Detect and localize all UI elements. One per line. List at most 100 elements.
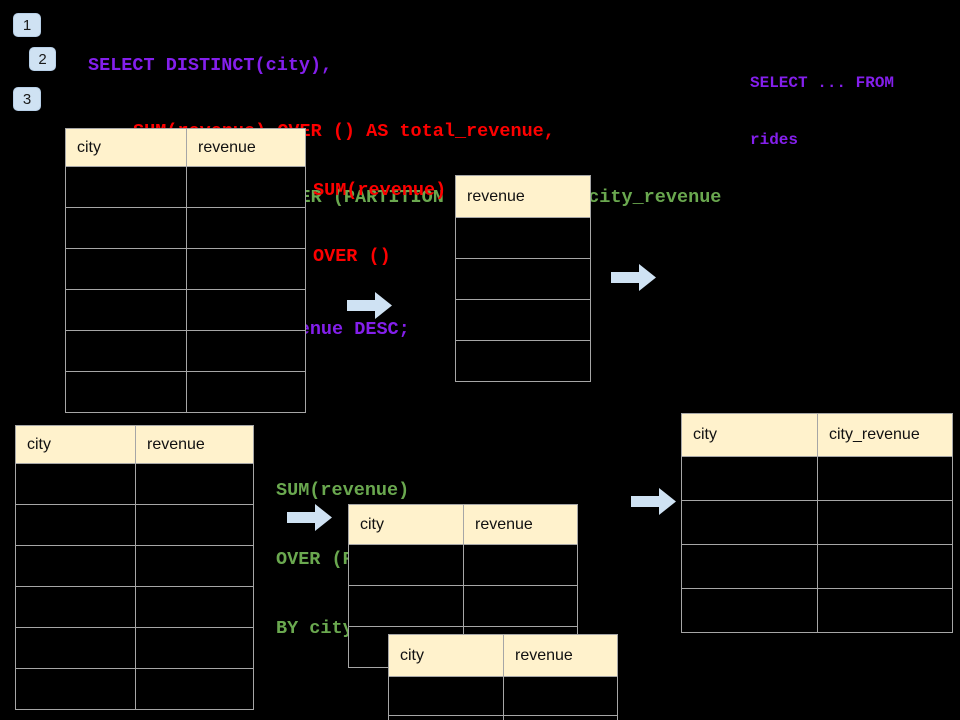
table-row [455, 340, 591, 382]
table-cell [65, 248, 187, 290]
total-label-line-2: OVER () [313, 246, 391, 267]
table-row [65, 248, 306, 290]
table-cell [65, 371, 187, 413]
step-badge-3: 3 [13, 87, 41, 111]
table-header-row: city revenue [65, 128, 306, 167]
table-partition-group-2: city revenue [388, 634, 618, 720]
column-header-revenue: revenue [463, 504, 578, 545]
table-cell [455, 340, 591, 382]
column-header-city-revenue: city_revenue [817, 413, 953, 457]
right-arrow-icon [287, 504, 332, 531]
table-cell [681, 500, 818, 545]
table-cell [15, 463, 136, 505]
column-header-revenue: revenue [135, 425, 254, 464]
table-cell [135, 463, 254, 505]
table-row [15, 668, 254, 710]
step-badge-2: 2 [29, 47, 56, 71]
column-header-city: city [681, 413, 818, 457]
total-label-line-1: SUM(revenue) [313, 180, 447, 201]
table-row [348, 544, 578, 586]
snippet-line-2: rides [750, 131, 799, 149]
table-row [65, 289, 306, 331]
table-rides-source-2: city revenue [15, 425, 254, 710]
table-cell [348, 585, 464, 627]
table-cell [135, 627, 254, 669]
total-revenue-label: SUM(revenue) OVER () [313, 136, 446, 290]
table-cell [455, 299, 591, 341]
table-row [15, 504, 254, 546]
step-badge-1: 1 [13, 13, 41, 37]
table-row [15, 545, 254, 587]
table-cell [135, 504, 254, 546]
table-cell [186, 166, 306, 208]
table-rides-source: city revenue [65, 128, 306, 413]
table-cell [135, 668, 254, 710]
table-row [65, 166, 306, 208]
table-row [65, 330, 306, 372]
sql-line-select: SELECT DISTINCT(city), [88, 55, 333, 76]
column-header-revenue: revenue [503, 634, 618, 677]
table-cell [455, 258, 591, 300]
table-header-row: city revenue [15, 425, 254, 464]
table-cell [135, 545, 254, 587]
table-row [348, 585, 578, 627]
table-cell [503, 676, 618, 716]
column-header-revenue: revenue [186, 128, 306, 167]
table-total-revenue: revenue [455, 175, 591, 382]
table-cell [15, 586, 136, 628]
right-arrow-icon [347, 292, 392, 319]
table-cell [463, 585, 578, 627]
table-row [455, 299, 591, 341]
table-row [15, 463, 254, 505]
table-cell [388, 715, 504, 720]
table-row [681, 456, 953, 501]
table-cell [186, 207, 306, 249]
column-header-city: city [388, 634, 504, 677]
table-cell [463, 544, 578, 586]
table-cell [817, 500, 953, 545]
table-cell [681, 456, 818, 501]
table-row [15, 627, 254, 669]
table-header-row: city revenue [388, 634, 618, 677]
table-cell [186, 248, 306, 290]
table-header-row: city city_revenue [681, 413, 953, 457]
table-row [65, 371, 306, 413]
column-header-city: city [348, 504, 464, 545]
table-cell [186, 289, 306, 331]
table-cell [135, 586, 254, 628]
table-row [681, 500, 953, 545]
table-row [681, 588, 953, 633]
snippet-line-1: SELECT ... FROM [750, 74, 895, 92]
table-cell [681, 544, 818, 589]
column-header-city: city [15, 425, 136, 464]
table-cell [15, 627, 136, 669]
table-cell [15, 504, 136, 546]
table-row [388, 715, 618, 720]
table-cell [681, 588, 818, 633]
table-row [455, 217, 591, 259]
table-cell [15, 668, 136, 710]
table-cell [503, 715, 618, 720]
table-result-city-revenue: city city_revenue [681, 413, 953, 633]
column-header-revenue: revenue [455, 175, 591, 218]
table-row [455, 258, 591, 300]
select-from-snippet: SELECT ... FROM rides [750, 36, 894, 169]
table-row [388, 676, 618, 716]
table-cell [817, 456, 953, 501]
table-header-row: city revenue [348, 504, 578, 545]
table-cell [455, 217, 591, 259]
table-cell [65, 207, 187, 249]
table-cell [15, 545, 136, 587]
right-arrow-icon [611, 264, 656, 291]
table-cell [186, 330, 306, 372]
column-header-city: city [65, 128, 187, 167]
table-row [65, 207, 306, 249]
table-cell [65, 289, 187, 331]
table-row [681, 544, 953, 589]
table-cell [817, 588, 953, 633]
right-arrow-icon [631, 488, 676, 515]
table-cell [817, 544, 953, 589]
table-cell [186, 371, 306, 413]
table-header-row: revenue [455, 175, 591, 218]
